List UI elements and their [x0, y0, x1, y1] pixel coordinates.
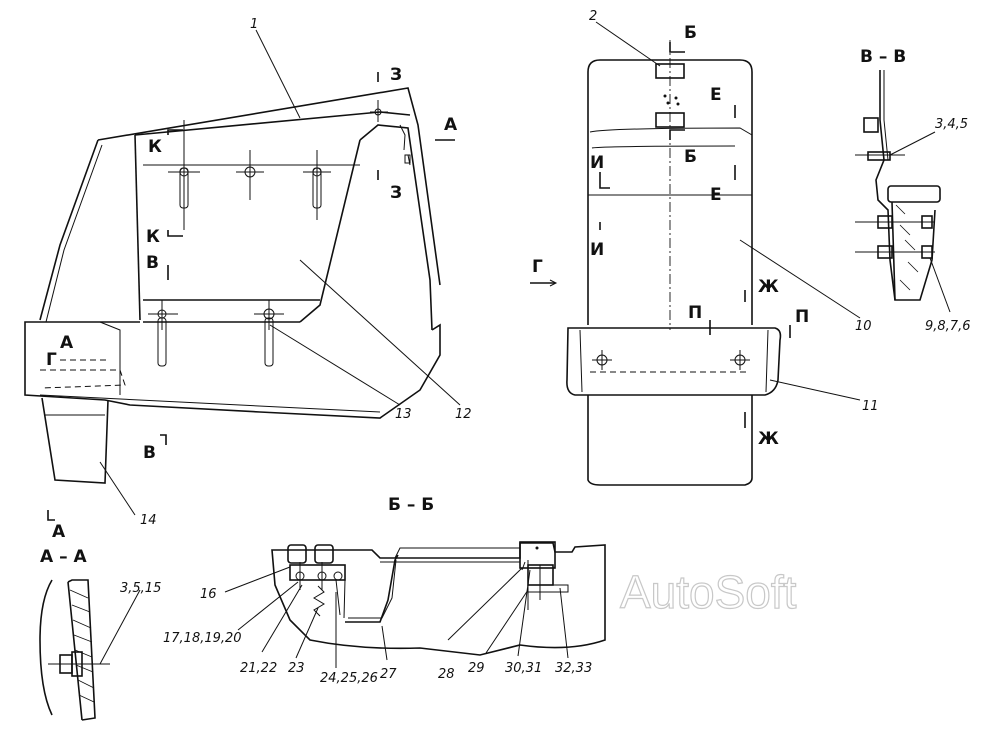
callout-16: 16 — [200, 587, 217, 602]
callout-9-8-7-6: 9,8,7,6 — [925, 319, 970, 334]
callout-23: 23 — [288, 661, 305, 676]
section-titles: Б – Б В – В А – А — [40, 47, 906, 567]
callout-32-33: 32,33 — [555, 661, 592, 676]
marker-z-bottom: З — [390, 183, 402, 203]
marker-a-bottom: А — [52, 522, 66, 542]
section-title-aa: А – А — [40, 547, 87, 567]
section-title-vv: В – В — [860, 47, 906, 67]
front-view — [530, 21, 861, 486]
marker-v-bottom: В — [143, 443, 156, 463]
marker-a-left: А — [60, 333, 74, 353]
section-marker-labels: З З А К К В В А Г А Б Б Е Е И И Г Ж Ж П … — [46, 23, 809, 542]
marker-z-top: З — [390, 65, 402, 85]
marker-v-top: В — [146, 253, 159, 273]
watermark: AutoSoft — [620, 566, 797, 618]
marker-g-right: Г — [532, 257, 543, 277]
callout-12: 12 — [455, 407, 472, 422]
marker-zh-bottom: Ж — [758, 429, 779, 449]
callout-21-22: 21,22 — [240, 661, 277, 676]
callout-29: 29 — [468, 661, 485, 676]
callout-13: 13 — [395, 407, 412, 422]
callout-1: 1 — [250, 17, 258, 32]
section-aa — [39, 579, 141, 721]
callout-28: 28 — [438, 667, 455, 682]
callout-labels: 1 2 10 11 12 13 14 16 17,18,19,20 21,22 … — [120, 9, 970, 686]
side-view — [24, 29, 461, 521]
callout-2: 2 — [589, 9, 597, 24]
marker-b-bottom: Б — [684, 147, 697, 167]
marker-e-top: Е — [710, 85, 722, 105]
section-bb — [224, 541, 606, 668]
marker-p-left: П — [688, 303, 702, 323]
callout-3-5-15: 3,5,15 — [120, 581, 161, 596]
marker-a-arrow: А — [444, 115, 458, 135]
callout-24-26: 24,25,26 — [320, 671, 378, 686]
callout-14: 14 — [140, 513, 157, 528]
callout-27: 27 — [380, 667, 397, 682]
callout-17-20: 17,18,19,20 — [163, 631, 242, 646]
callout-3-4-5: 3,4,5 — [935, 117, 968, 132]
section-title-bb: Б – Б — [388, 495, 434, 515]
marker-e-bottom: Е — [710, 185, 722, 205]
marker-b-top: Б — [684, 23, 697, 43]
marker-p-right: П — [795, 307, 809, 327]
section-vv — [855, 70, 951, 313]
marker-g-left: Г — [46, 350, 57, 370]
marker-zh-top: Ж — [758, 277, 779, 297]
callout-11: 11 — [862, 399, 879, 414]
callout-30-31: 30,31 — [505, 661, 542, 676]
marker-k-bottom: К — [146, 227, 160, 247]
callout-10: 10 — [855, 319, 872, 334]
marker-i-bottom: И — [590, 240, 604, 260]
marker-k-top: К — [148, 137, 162, 157]
marker-i-top: И — [590, 153, 604, 173]
